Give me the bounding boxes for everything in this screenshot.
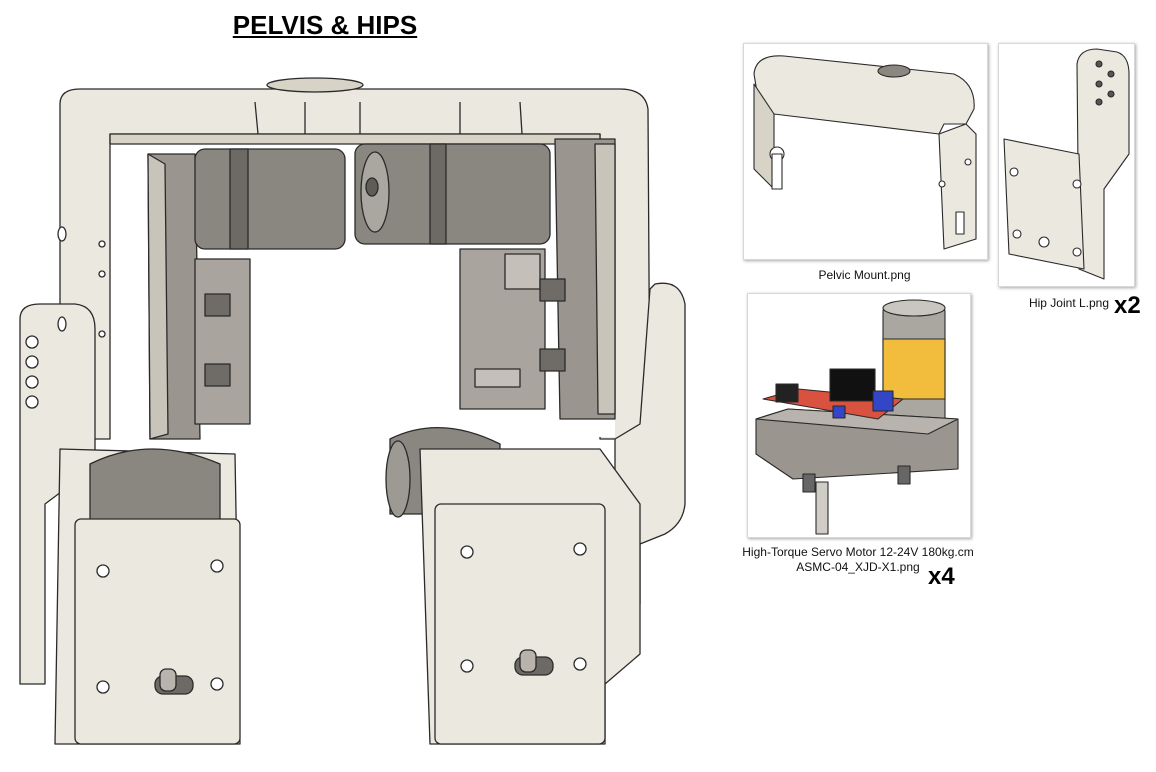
hip-joint-render-icon <box>1003 48 1130 280</box>
cad-assembly-icon <box>19 77 686 745</box>
hip-joint-thumbnail <box>998 43 1135 287</box>
pelvic-mount-caption: Pelvic Mount.png <box>818 268 911 282</box>
pelvis-hips-assembly-render <box>19 77 686 745</box>
servo-motor-render-icon <box>755 299 959 535</box>
servo-motor-thumbnail <box>747 293 971 538</box>
pelvic-mount-thumbnail <box>743 43 988 260</box>
pelvic-mount-render-icon <box>753 55 977 250</box>
hip-joint-quantity: x2 <box>1114 292 1141 319</box>
page-title: PELVIS & HIPS <box>232 10 418 40</box>
hip-joint-caption: Hip Joint L.png <box>1028 296 1110 310</box>
servo-motor-caption-line2: ASMC-04_XJD-X1.png <box>796 560 920 574</box>
servo-motor-quantity: x4 <box>928 563 955 590</box>
servo-motor-caption-line1: High-Torque Servo Motor 12-24V 180kg.cm <box>742 545 974 559</box>
